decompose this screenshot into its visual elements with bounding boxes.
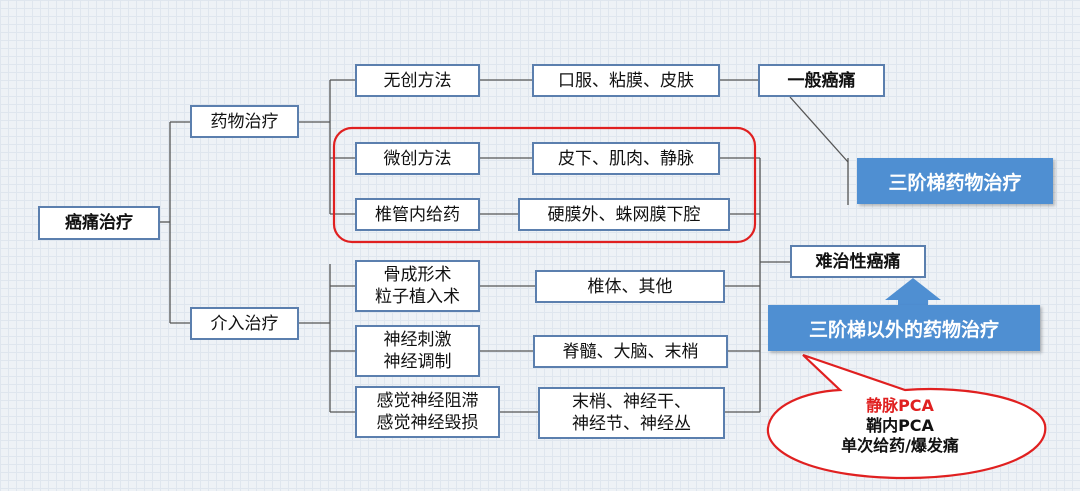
- route-oral-mucosa-skin: 口服、粘膜、皮肤: [532, 64, 720, 97]
- callout-text: 静脉PCA 鞘内PCA 单次给药/爆发痛: [800, 396, 1000, 456]
- branch-drug-therapy: 药物治疗: [190, 105, 299, 138]
- highlight-frame: [332, 126, 757, 244]
- site-peripheral-nerve: 末梢、神经干、 神经节、神经丛: [538, 387, 725, 439]
- root-node: 癌痛治疗: [38, 206, 160, 240]
- callout-line-iv-pca: 静脉PCA: [866, 396, 934, 415]
- branch-interventional-therapy: 介入治疗: [190, 307, 299, 340]
- route-subcutaneous-muscle-vein: 皮下、肌肉、静脉: [532, 142, 720, 175]
- speech-callout: [766, 353, 1047, 480]
- method-intrathecal: 椎管内给药: [355, 198, 480, 231]
- method-nerve-block: 感觉神经阻滞 感觉神经毁损: [355, 386, 500, 438]
- banner-three-step-therapy: 三阶梯药物治疗: [857, 158, 1053, 204]
- method-noninvasive: 无创方法: [355, 64, 480, 97]
- site-spinal-brain-peripheral: 脊髓、大脑、末梢: [533, 335, 728, 368]
- outcome-refractory-cancer-pain: 难治性癌痛: [790, 245, 926, 278]
- up-arrow-icon: [885, 278, 941, 312]
- outcome-general-cancer-pain: 一般癌痛: [758, 64, 885, 97]
- banner-beyond-three-step: 三阶梯以外的药物治疗: [768, 305, 1040, 351]
- method-osteoplasty-seed: 骨成形术 粒子植入术: [355, 260, 480, 312]
- route-epidural-subarachnoid: 硬膜外、蛛网膜下腔: [518, 198, 730, 231]
- callout-line-single-dose: 单次给药/爆发痛: [841, 436, 959, 455]
- method-neurostimulation: 神经刺激 神经调制: [355, 325, 480, 377]
- callout-line-intrathecal-pca: 鞘内PCA: [866, 416, 934, 435]
- site-vertebra-other: 椎体、其他: [535, 270, 725, 303]
- method-minimally-invasive: 微创方法: [355, 142, 480, 175]
